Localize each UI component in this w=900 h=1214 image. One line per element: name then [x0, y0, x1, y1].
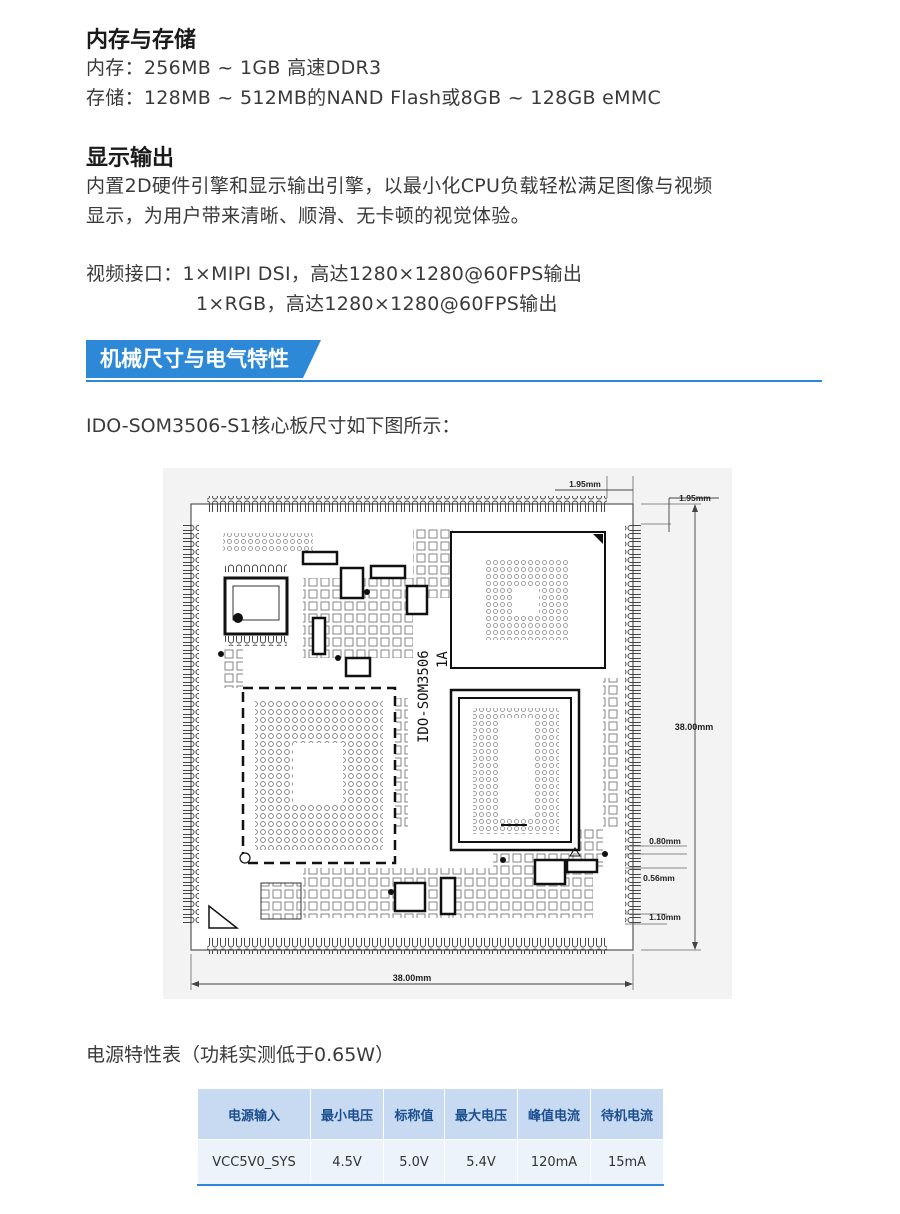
- board-model-text: IDO-SOM3506: [416, 650, 432, 743]
- pitch-056-label: 0.56mm: [643, 873, 675, 883]
- cell-min-voltage: 4.5V: [310, 1139, 384, 1186]
- table-row: VCC5V0_SYS 4.5V 5.0V 5.4V 120mA 15mA: [197, 1139, 664, 1186]
- section-banner: 机械尺寸与电气特性: [86, 340, 822, 382]
- width-dimension-label: 38.00mm: [393, 973, 432, 983]
- video-interface-line1: 视频接口：1×MIPI DSI，高达1280×1280@60FPS输出: [86, 263, 583, 285]
- storage-spec: 存储：128MB ~ 512MB的NAND Flash或8GB ~ 128GB …: [86, 87, 662, 109]
- display-section-title: 显示输出: [86, 146, 175, 171]
- col-max-voltage: 最大电压: [444, 1088, 518, 1140]
- table-header-row: 电源输入 最小电压 标称值 最大电压 峰值电流 待机电流: [197, 1088, 664, 1140]
- memory-section-title: 内存与存储: [86, 28, 197, 53]
- col-nominal: 标称值: [383, 1088, 445, 1140]
- right-pad-dimension-label: 1.95mm: [679, 493, 711, 503]
- cell-nominal: 5.0V: [383, 1139, 445, 1186]
- cell-power-input: VCC5V0_SYS: [197, 1139, 311, 1186]
- col-power-input: 电源输入: [197, 1088, 311, 1140]
- col-peak-current: 峰值电流: [517, 1088, 591, 1140]
- cell-peak-current: 120mA: [517, 1139, 591, 1186]
- dimension-caption: IDO-SOM3506-S1核心板尺寸如下图所示：: [86, 415, 461, 437]
- height-dimension-label: 38.00mm: [675, 722, 714, 732]
- power-spec-table: 电源输入 最小电压 标称值 最大电压 峰值电流 待机电流 VCC5V0_SYS …: [197, 1088, 664, 1186]
- col-standby-current: 待机电流: [590, 1088, 664, 1140]
- display-desc-line2: 显示，为用户带来清晰、顺滑、无卡顿的视觉体验。: [86, 205, 530, 227]
- ram-spec: 内存：256MB ~ 1GB 高速DDR3: [86, 57, 382, 79]
- col-min-voltage: 最小电压: [310, 1088, 384, 1140]
- board-dimension-drawing: IDO-SOM3506 1A 38.00mm 38.00mm 1.95mm 1.…: [163, 468, 732, 999]
- cell-standby-current: 15mA: [590, 1139, 664, 1186]
- cell-max-voltage: 5.4V: [444, 1139, 518, 1186]
- video-interface-line2: 1×RGB，高达1280×1280@60FPS输出: [196, 293, 558, 315]
- power-table-caption: 电源特性表（功耗实测低于0.65W）: [86, 1044, 395, 1066]
- banner-title: 机械尺寸与电气特性: [86, 340, 321, 378]
- display-desc-line1: 内置2D硬件引擎和显示输出引擎，以最小化CPU负载轻松满足图像与视频: [86, 175, 713, 197]
- pitch-080-label: 0.80mm: [649, 836, 681, 846]
- pitch-110-label: 1.10mm: [649, 912, 681, 922]
- top-pad-dimension-label: 1.95mm: [569, 479, 601, 489]
- board-rev-text: 1A: [435, 651, 451, 668]
- board-svg: IDO-SOM3506 1A 38.00mm 38.00mm 1.95mm 1.…: [183, 476, 719, 990]
